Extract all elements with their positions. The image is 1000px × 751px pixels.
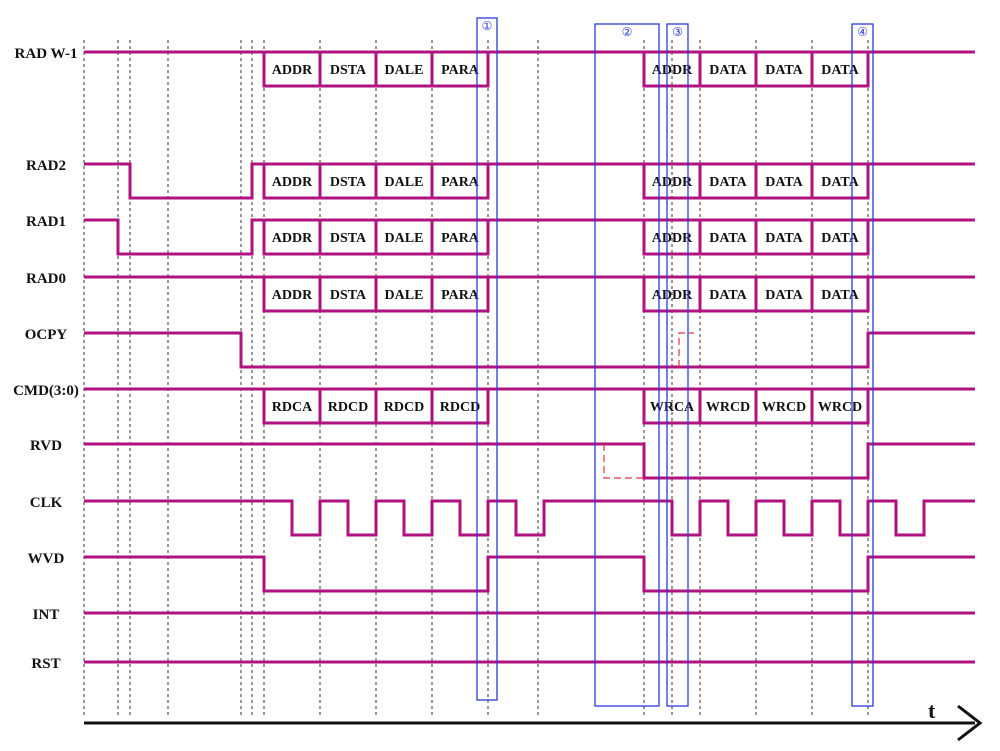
- ocpy-red-annotation: [678, 332, 694, 367]
- signal-label-rad0: RAD0: [26, 271, 66, 287]
- signal-label-ocpy: OCPY: [25, 327, 68, 343]
- rad-w-1-cell-label: DALE: [385, 63, 424, 78]
- time-axis-label: t: [928, 698, 936, 723]
- signal-label-clk: CLK: [30, 495, 63, 511]
- rad2-cell-label: DATA: [709, 175, 747, 190]
- timing-guide-lines: [83, 40, 869, 718]
- marker-label-4: ④: [857, 25, 868, 39]
- marker-label-3: ③: [672, 25, 683, 39]
- cmd-3-0-cell-label: RDCD: [384, 400, 424, 415]
- rad-w-1-cell-label: DATA: [709, 63, 747, 78]
- rad-w-1-cell-label: DATA: [821, 63, 859, 78]
- waveform-rvd: [84, 442, 975, 480]
- rad0-cell-label: DATA: [765, 288, 803, 303]
- rad0-cell-label: DATA: [709, 288, 747, 303]
- rad1-cell-label: DALE: [385, 231, 424, 246]
- rad1-line: [84, 218, 975, 256]
- rad-w-1-cell-label: ADDR: [652, 63, 693, 78]
- signal-waveforms: ADDR DSTA DALE PARA ADDR DATA DATA DATA ADDR DSTA…: [84, 50, 975, 664]
- marker-box-3: [666, 23, 689, 707]
- signal-label-int: INT: [33, 607, 60, 623]
- waveform-rad1: ADDR DSTA DALE PARA ADDR DATA DATA DATA: [84, 218, 975, 256]
- rad2-cell-label: DATA: [765, 175, 803, 190]
- cmd-3-0-cell-label: RDCD: [440, 400, 480, 415]
- marker-label-2: ②: [622, 25, 633, 39]
- rad0-cell-label: DALE: [385, 288, 424, 303]
- cmd-3-0-cell-label: WRCD: [762, 400, 806, 415]
- rad-w-1-cell-label: DATA: [765, 63, 803, 78]
- signal-label-rvd: RVD: [30, 438, 62, 454]
- marker-box-4: [851, 23, 874, 707]
- signal-label-rst: RST: [31, 656, 60, 672]
- marker-box-2: [594, 23, 660, 707]
- signal-label-wvd: WVD: [28, 551, 65, 567]
- rvd-red-annotation: [603, 444, 644, 479]
- cmd-3-0-cell-label: RDCA: [272, 400, 313, 415]
- rad2-line: [84, 162, 975, 200]
- signal-label-cmd-3-0: CMD(3:0): [13, 383, 79, 399]
- clk-line: [84, 499, 975, 537]
- rad2-cell-label: DATA: [821, 175, 859, 190]
- marker-box-1: [476, 17, 498, 701]
- rad0-cell-label: ADDR: [652, 288, 693, 303]
- signal-label-rad-w-1: RAD W-1: [15, 46, 78, 62]
- rvd-line: [84, 442, 975, 480]
- signal-label-rad2: RAD2: [26, 158, 66, 174]
- rad2-cell-label: DALE: [385, 175, 424, 190]
- rad1-cell-label: DATA: [709, 231, 747, 246]
- rad1-cell-label: ADDR: [272, 231, 313, 246]
- rad1-cell-label: DATA: [821, 231, 859, 246]
- waveform-ocpy: [84, 331, 975, 369]
- rad2-cell-label: ADDR: [652, 175, 693, 190]
- marker-boxes: ① ② ③ ④: [476, 17, 874, 707]
- wvd-line: [84, 555, 975, 593]
- signal-label-rad1: RAD1: [26, 214, 66, 230]
- time-axis-arrowhead-icon: [957, 704, 983, 742]
- rad2-cell-label: PARA: [441, 175, 480, 190]
- cmd-3-0-cell-label: RDCD: [328, 400, 368, 415]
- waveform-rad-w-1: ADDR DSTA DALE PARA ADDR DATA DATA DATA: [84, 50, 975, 88]
- rad1-cell-label: DSTA: [330, 231, 367, 246]
- rad-w-1-cell-label: ADDR: [272, 63, 313, 78]
- rad0-cell-label: DSTA: [330, 288, 367, 303]
- red-annotations: [603, 332, 694, 479]
- rad0-cell-label: ADDR: [272, 288, 313, 303]
- cmd-3-0-cell-label: WRCA: [650, 400, 695, 415]
- rad-w-1-cell-label: PARA: [441, 63, 480, 78]
- rad1-cell-label: ADDR: [652, 231, 693, 246]
- rad0-cell-label: DATA: [821, 288, 859, 303]
- waveform-wvd: [84, 555, 975, 593]
- waveform-cmd-3-0: RDCA RDCD RDCD RDCD WRCA WRCD WRCD WRCD: [84, 387, 975, 425]
- rad1-cell-label: DATA: [765, 231, 803, 246]
- waveform-rad2: ADDR DSTA DALE PARA ADDR DATA DATA DATA: [84, 162, 975, 200]
- rad1-cell-label: PARA: [441, 231, 480, 246]
- waveform-rad0: ADDR DSTA DALE PARA ADDR DATA DATA DATA: [84, 275, 975, 313]
- ocpy-line: [84, 331, 975, 369]
- marker-label-1: ①: [482, 19, 493, 33]
- rad-w-1-cell-label: DSTA: [330, 63, 367, 78]
- rad0-cell-label: PARA: [441, 288, 480, 303]
- time-axis: t: [84, 698, 983, 742]
- rad2-cell-label: DSTA: [330, 175, 367, 190]
- cmd-3-0-cell-label: WRCD: [818, 400, 862, 415]
- rad2-cell-label: ADDR: [272, 175, 313, 190]
- waveform-clk: [84, 499, 975, 537]
- cmd-3-0-cell-label: WRCD: [706, 400, 750, 415]
